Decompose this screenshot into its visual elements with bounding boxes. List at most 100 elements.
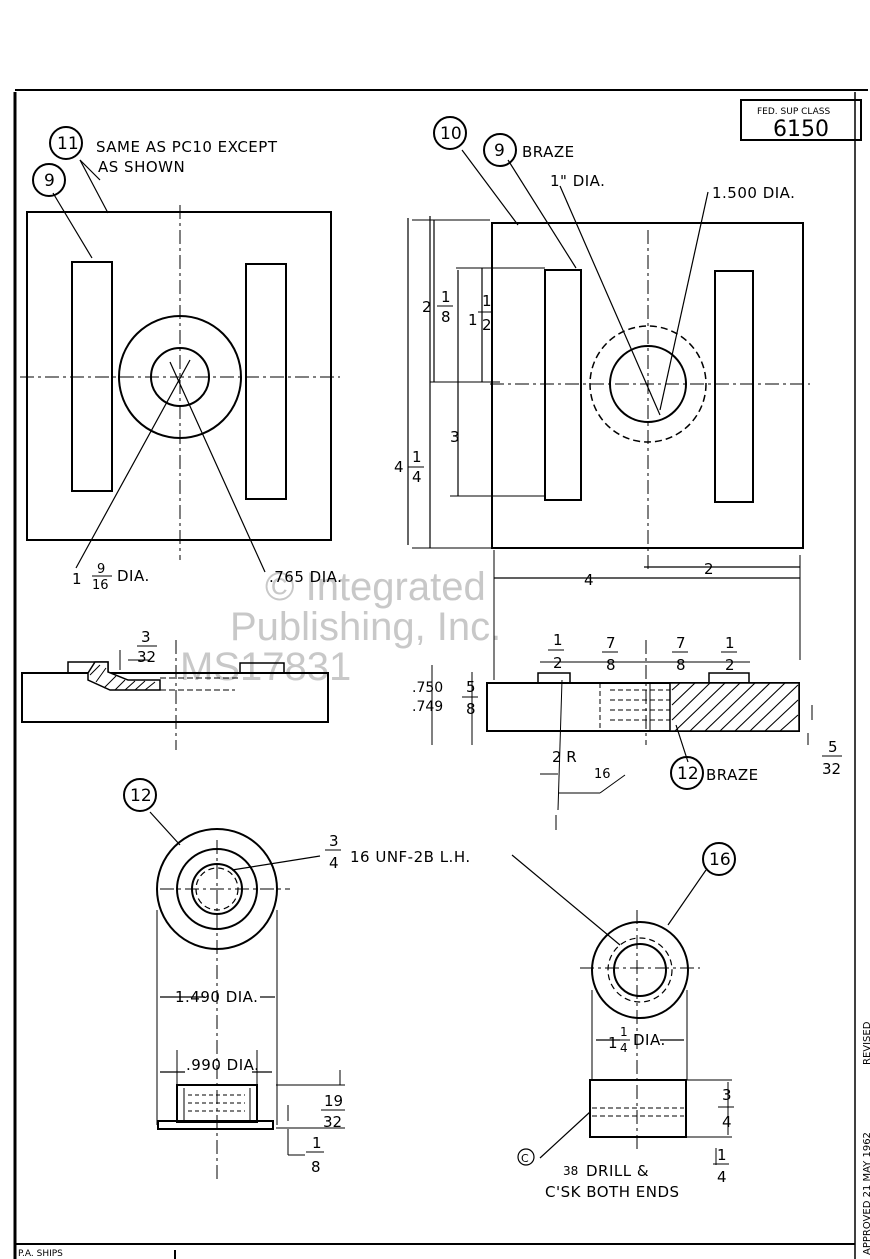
braze-top-label: BRAZE (522, 143, 575, 161)
dim-4-den: 4 (412, 468, 422, 486)
watermark-line-2: Publishing, Inc. (230, 605, 501, 649)
pc12-labels: 12 3 4 16 UNF-2B L.H. 1.490 DIA. .990 DI… (123, 778, 471, 1176)
watermark-line-1: © Integrated (265, 565, 486, 609)
dim-1932-den: 32 (323, 1113, 342, 1131)
dim-2-den: 8 (441, 308, 451, 326)
pc12-section-balloon (670, 756, 704, 790)
dim-half-b-den: 2 (725, 656, 735, 674)
pc12-balloon-text: 12 (130, 786, 152, 806)
approved-date: APPROVED 21 MAY 1962 (862, 1132, 870, 1255)
dim-num-9: 9 (97, 562, 105, 577)
pc12-views (149, 811, 345, 1180)
braze-bottom-label: BRAZE (706, 766, 759, 784)
drill-note-marker-text: C (521, 1152, 529, 1165)
dim-1932-num: 19 (324, 1092, 343, 1110)
dim-half-b-num: 1 (725, 634, 735, 652)
pc11-balloon-text: 11 (57, 134, 79, 154)
pc10-labels: 10 9 BRAZE 1" DIA. 1.500 DIA. 2 1 8 1 1 … (394, 116, 795, 589)
dim-half-a-num: 1 (553, 631, 563, 649)
fed-sup-class-label: FED. SUP CLASS (757, 107, 830, 117)
drill-size: 38 (563, 1164, 578, 1178)
bottom-left-label: P.A. SHIPS (18, 1249, 63, 1259)
dim-whole-1: 1 (72, 570, 82, 588)
sheet-border (13, 89, 868, 1259)
pc16-views (511, 854, 732, 1165)
pc9-left-balloon (32, 163, 66, 197)
watermark-line-3: MS17831 (180, 645, 351, 689)
dim-114-whole: 1 (608, 1034, 618, 1052)
dim-990-dia: .990 DIA. (186, 1056, 259, 1074)
dim-4-num: 1 (412, 448, 422, 466)
watermark: © Integrated Publishing, Inc. MS17831 (180, 565, 501, 689)
pc11-labels: 11 SAME AS PC10 EXCEPT AS SHOWN 9 1 9 16… (32, 126, 342, 593)
dim-1500-dia: 1.500 DIA. (712, 184, 795, 202)
drill-note-line-1: DRILL & (586, 1162, 649, 1180)
pc10-balloon (433, 116, 467, 150)
pc11-side-labels: 3 32 (137, 628, 157, 666)
dim-78-a-den: 8 (606, 656, 616, 674)
fed-sup-class-value: 6150 (773, 117, 829, 142)
pc16-balloon-text: 16 (709, 850, 731, 870)
dim-765-dia: .765 DIA. (269, 568, 342, 586)
dim-4: 4 (584, 571, 594, 589)
dim-4-whole: 4 (394, 458, 404, 476)
dim-18-den: 8 (311, 1158, 321, 1176)
dim-114-dia: DIA. (633, 1031, 666, 1049)
dim-dia-label: DIA. (117, 567, 150, 585)
dim-2: 2 (704, 560, 714, 578)
pc11-side-view (21, 640, 329, 750)
pc9-bar-right (245, 263, 287, 500)
dim-2r: 2 R (552, 748, 577, 766)
pc11-note-line-2: AS SHOWN (98, 158, 185, 176)
dim-1-inch-dia: 1" DIA. (550, 172, 605, 190)
dim-532-den: 32 (822, 760, 841, 778)
dim-34-num: 3 (722, 1086, 732, 1104)
dim-58-num: 5 (466, 678, 476, 696)
pc11-balloon (49, 126, 83, 160)
dim-78-b-num: 7 (676, 634, 686, 652)
dim-14-den: 4 (717, 1168, 727, 1186)
dim-34-den: 4 (722, 1113, 732, 1131)
dim-3: 3 (450, 428, 460, 446)
thread-num: 3 (329, 832, 339, 850)
pc16-balloon (702, 842, 736, 876)
dim-2-num: 1 (441, 288, 451, 306)
pc12-balloon (123, 778, 157, 812)
pc10-section-labels: 1 2 7 8 7 8 1 2 .750 .749 5 8 2 R 16 12 … (412, 631, 842, 790)
dim-114-den: 4 (620, 1041, 628, 1055)
dim-half-a-den: 2 (553, 654, 563, 672)
pc12-section-balloon-text: 12 (677, 764, 699, 784)
pc9-left-balloon-text: 9 (44, 171, 55, 191)
pc10-section-view (431, 640, 813, 830)
dim-532-num: 5 (828, 738, 838, 756)
pc9-right-balloon (483, 133, 517, 167)
dim-78-b-den: 8 (676, 656, 686, 674)
title-block: FED. SUP CLASS 6150 P.A. SHIPS APPROVED … (18, 99, 870, 1259)
dim-1-whole: 1 (468, 311, 478, 329)
pc11-plan-view (20, 159, 340, 573)
dim-den-16: 16 (92, 578, 109, 593)
drill-note-marker (517, 1148, 535, 1166)
dim-749: .749 (412, 699, 443, 715)
pc9-right-balloon-text: 9 (494, 141, 505, 161)
dim-den-32: 32 (137, 648, 156, 666)
dim-1490-dia: 1.490 DIA. (175, 988, 258, 1006)
revised-mark: REVISED (862, 1021, 870, 1065)
dim-2-whole: 2 (422, 298, 432, 316)
dim-16-surface: 16 (594, 767, 611, 782)
dim-1-den: 2 (482, 316, 492, 334)
dim-14-num: 1 (717, 1146, 727, 1164)
pc11-body (26, 211, 332, 541)
drill-note-line-2: C'SK BOTH ENDS (545, 1183, 680, 1201)
pc11-note-line-1: SAME AS PC10 EXCEPT (96, 138, 278, 156)
dim-58-den: 8 (466, 700, 476, 718)
dim-1-num: 1 (482, 292, 492, 310)
dim-18-num: 1 (312, 1134, 322, 1152)
thread-spec: 16 UNF-2B L.H. (350, 848, 471, 866)
dim-num-3: 3 (141, 628, 151, 646)
dim-78-a-num: 7 (606, 634, 616, 652)
fed-sup-class-box (740, 99, 862, 141)
pc10-plan-view (407, 149, 810, 680)
pc16-labels: 16 1 1 4 DIA. 3 4 1 4 C 38 DRILL & C'SK … (517, 842, 736, 1201)
